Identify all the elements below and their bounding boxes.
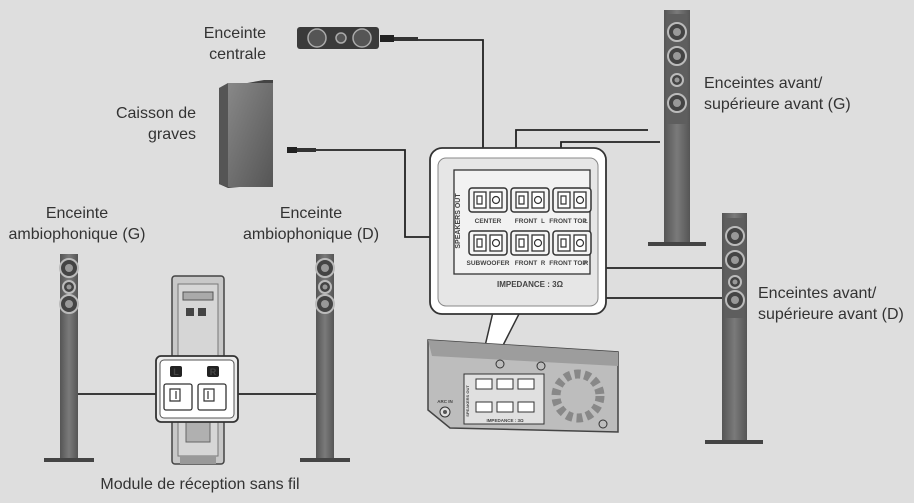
wireless-left-mark: L: [173, 367, 179, 377]
label-surround-left: Enceinte ambiophonique (G): [8, 205, 146, 243]
terminal-front-left-mark: L: [541, 219, 545, 225]
wireless-module-icon: L R: [155, 275, 239, 465]
receiver-arc-label: ARC IN: [437, 399, 453, 404]
label-center-speaker: Enceinte centrale: [203, 25, 266, 63]
terminal-front-right-label: FRONT: [515, 260, 537, 267]
front-left-tower-icon: [648, 10, 706, 246]
label-front-right: Enceintes avant/ supérieure avant (D): [758, 285, 904, 323]
front-right-tower-icon: [705, 213, 763, 444]
center-speaker-icon: [297, 27, 418, 49]
speakers-out-panel: SPEAKERS OUT CENTER FRONT L FRONT TOP L …: [429, 147, 607, 315]
terminal-front-top-left-label: FRONT TOP: [549, 218, 587, 225]
wire-center: [418, 39, 484, 190]
terminal-front-right-mark: R: [541, 261, 546, 267]
terminal-front-top-left-mark: L: [584, 219, 588, 225]
terminal-center-label: CENTER: [475, 218, 502, 225]
panel-title: SPEAKERS OUT: [455, 193, 462, 249]
label-surround-right: Enceinte ambiophonique (D): [242, 205, 380, 243]
surround-left-tower-icon: [44, 254, 94, 462]
subwoofer-icon: [219, 80, 316, 188]
wireless-right-mark: R: [210, 367, 217, 377]
terminal-front-top-right-mark: R: [584, 261, 589, 267]
label-subwoofer: Caisson de graves: [115, 105, 196, 143]
label-wireless-module: Module de réception sans fil: [100, 476, 300, 493]
panel-impedance: IMPEDANCE : 3Ω: [497, 280, 564, 289]
terminal-subwoofer-label: SUBWOOFER: [467, 260, 510, 267]
receiver-unit-icon: SPEAKERS OUT IMPEDANCE : 3Ω ARC IN: [427, 339, 619, 433]
label-front-left: Enceintes avant/ supérieure avant (G): [704, 75, 851, 113]
receiver-impedance: IMPEDANCE : 3Ω: [486, 418, 524, 423]
terminal-front-top-right-label: FRONT TOP: [549, 260, 587, 267]
receiver-panel-title: SPEAKERS OUT: [465, 385, 470, 417]
surround-right-tower-icon: [300, 254, 350, 462]
terminal-front-left-label: FRONT: [515, 218, 537, 225]
